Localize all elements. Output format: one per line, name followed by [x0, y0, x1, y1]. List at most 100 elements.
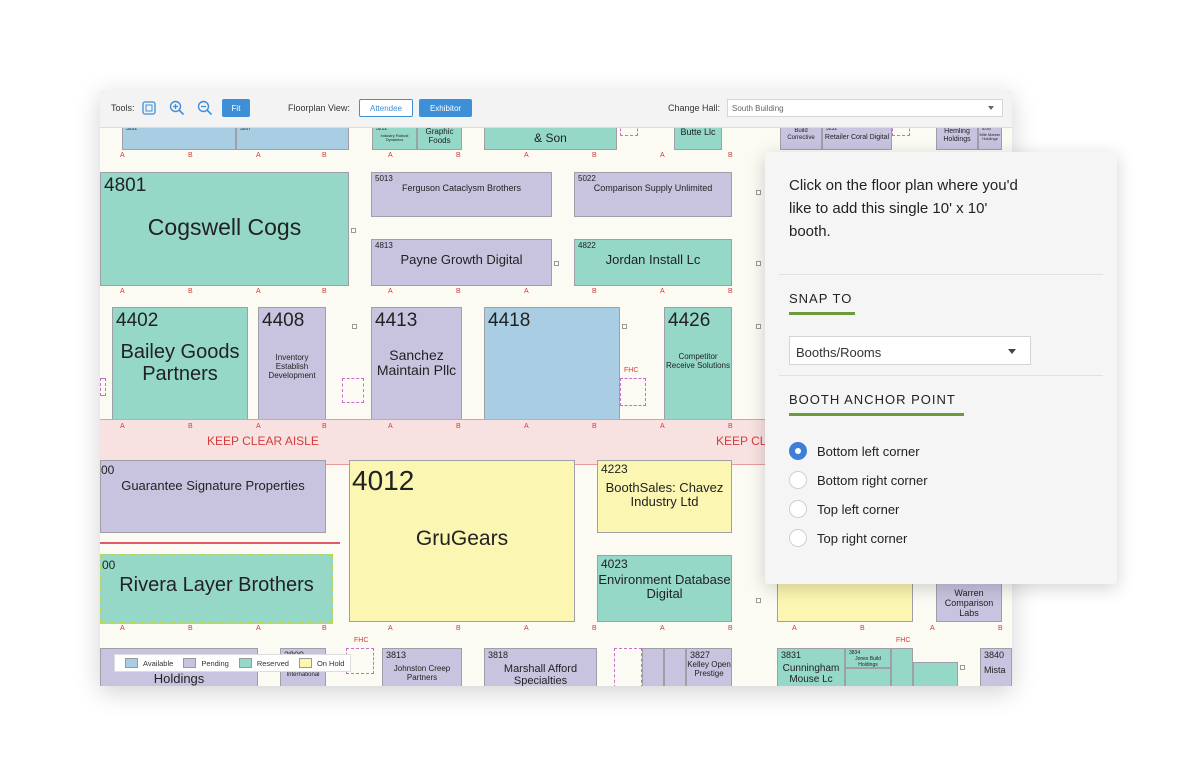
radio[interactable] — [789, 529, 807, 547]
panel-instructions: Click on the floor plan where you'd like… — [789, 177, 1018, 240]
anchor-option-top-right[interactable]: Top right corner — [789, 528, 907, 548]
booth[interactable]: 4418 — [484, 307, 620, 420]
radio[interactable] — [789, 500, 807, 518]
booth[interactable]: 4012 GruGears — [349, 460, 575, 622]
booth[interactable]: 4223 BoothSales: Chavez Industry Ltd — [597, 460, 732, 533]
booth[interactable]: 4822 Jordan Install Lc — [574, 239, 732, 286]
marker-b: B — [592, 288, 597, 295]
booth[interactable]: 4813 Payne Growth Digital — [371, 239, 552, 286]
connector — [756, 598, 761, 603]
booth[interactable]: 3813 Johnston Creep Partners — [382, 648, 462, 686]
marker-a: A — [524, 423, 529, 430]
marker-b: B — [592, 423, 597, 430]
radio[interactable] — [789, 471, 807, 489]
frame-icon[interactable] — [140, 99, 158, 117]
booth[interactable]: 00 Rivera Layer Brothers — [100, 554, 333, 624]
booth[interactable]: 4408 Inventory Establish Development — [258, 307, 326, 420]
exhibitor-view-button[interactable]: Exhibitor — [419, 99, 472, 117]
tools-label: Tools: — [111, 103, 135, 113]
fhc-marker: FHC — [354, 637, 369, 644]
booth[interactable]: 5022 Comparison Supply Unlimited — [574, 172, 732, 217]
marker-b: B — [728, 152, 733, 159]
booth[interactable]: 4023 Environment Database Digital — [597, 555, 732, 622]
anchor-option-label: Bottom right corner — [817, 472, 928, 488]
anchor-option-bottom-left[interactable]: Bottom left corner — [789, 441, 920, 461]
booth[interactable]: 3818 Marshall Afford Specialties — [484, 648, 597, 686]
booth[interactable]: 4801 Cogswell Cogs — [100, 172, 349, 286]
dashed-space — [892, 128, 910, 136]
booth[interactable]: & Son — [484, 128, 617, 150]
legend-swatch-reserved — [238, 658, 252, 668]
red-line — [100, 542, 340, 544]
connector — [960, 665, 965, 670]
anchor-point-underline — [789, 413, 964, 416]
booth[interactable]: 3831 Cunningham Mouse Lc — [777, 648, 845, 686]
legend: Available Pending Reserved On Hold — [114, 654, 352, 672]
marker-b: B — [188, 423, 193, 430]
booth[interactable]: 5013 Ferguson Cataclysm Brothers — [371, 172, 552, 217]
marker-a: A — [660, 423, 665, 430]
booth[interactable]: 3827 Kelley Open Prestige — [686, 648, 732, 686]
marker-a: A — [388, 152, 393, 159]
marker-b: B — [728, 423, 733, 430]
marker-a: A — [256, 152, 261, 159]
booth[interactable]: 4413 Sanchez Maintain Pllc — [371, 307, 462, 420]
marker-b: B — [188, 288, 193, 295]
fit-button[interactable]: Fit — [222, 99, 250, 117]
zoom-out-icon[interactable] — [196, 99, 214, 117]
attendee-view-button[interactable]: Attendee — [359, 99, 413, 117]
legend-on-hold: On Hold — [316, 658, 345, 668]
booth[interactable] — [913, 662, 958, 686]
booth[interactable]: 5207 — [236, 128, 349, 150]
booth[interactable]: 4426 Competitor Receive Solutions — [664, 307, 732, 420]
connector — [756, 190, 761, 195]
booth[interactable] — [664, 648, 686, 686]
radio-selected[interactable] — [789, 442, 807, 460]
booth[interactable]: 3840 Mista — [980, 648, 1012, 686]
marker-b: B — [188, 152, 193, 159]
booth[interactable] — [642, 648, 664, 686]
marker-b: B — [322, 152, 327, 159]
marker-a: A — [256, 288, 261, 295]
snap-to-select[interactable]: Booths/Rooms — [789, 336, 1031, 365]
booth[interactable]: Hemling Holdings — [936, 128, 978, 150]
toolbar: Tools: Fit Floorplan View: Attendee Exhi… — [100, 90, 1012, 128]
marker-b: B — [998, 625, 1003, 632]
marker-a: A — [388, 288, 393, 295]
marker-b: B — [188, 625, 193, 632]
dashed-space — [614, 648, 642, 686]
marker-b: B — [456, 423, 461, 430]
connector — [756, 261, 761, 266]
chevron-down-icon — [1008, 349, 1016, 354]
anchor-option-top-left[interactable]: Top left corner — [789, 499, 899, 519]
hall-select[interactable]: South Building — [727, 99, 1003, 117]
booth[interactable]: Build Corrective — [780, 128, 822, 150]
divider — [779, 274, 1103, 275]
anchor-option-label: Top right corner — [817, 530, 908, 546]
dashed-space — [342, 378, 364, 403]
booth[interactable]: 4402 Bailey Goods Partners — [112, 307, 248, 420]
hall-select-value: South Building — [732, 104, 784, 113]
booth[interactable] — [891, 648, 913, 686]
anchor-point-heading: BOOTH ANCHOR POINT — [789, 392, 956, 407]
booth[interactable]: 5202 — [122, 128, 236, 150]
marker-b: B — [322, 625, 327, 632]
booth[interactable]: Butte Llc — [674, 128, 722, 150]
marker-a: A — [256, 625, 261, 632]
marker-a: A — [930, 625, 935, 632]
booth[interactable]: 3834 Jones Build Holdings — [845, 648, 891, 668]
zoom-in-icon[interactable] — [168, 99, 186, 117]
marker-b: B — [322, 423, 327, 430]
dashed-space — [620, 128, 638, 136]
marker-b: B — [860, 625, 865, 632]
connector — [622, 324, 627, 329]
booth[interactable]: 00 Guarantee Signature Properties — [100, 460, 326, 533]
anchor-option-bottom-right[interactable]: Bottom right corner — [789, 470, 928, 490]
booth[interactable]: Graphic Foods — [417, 128, 462, 150]
booth[interactable] — [845, 668, 891, 686]
marker-b: B — [322, 288, 327, 295]
